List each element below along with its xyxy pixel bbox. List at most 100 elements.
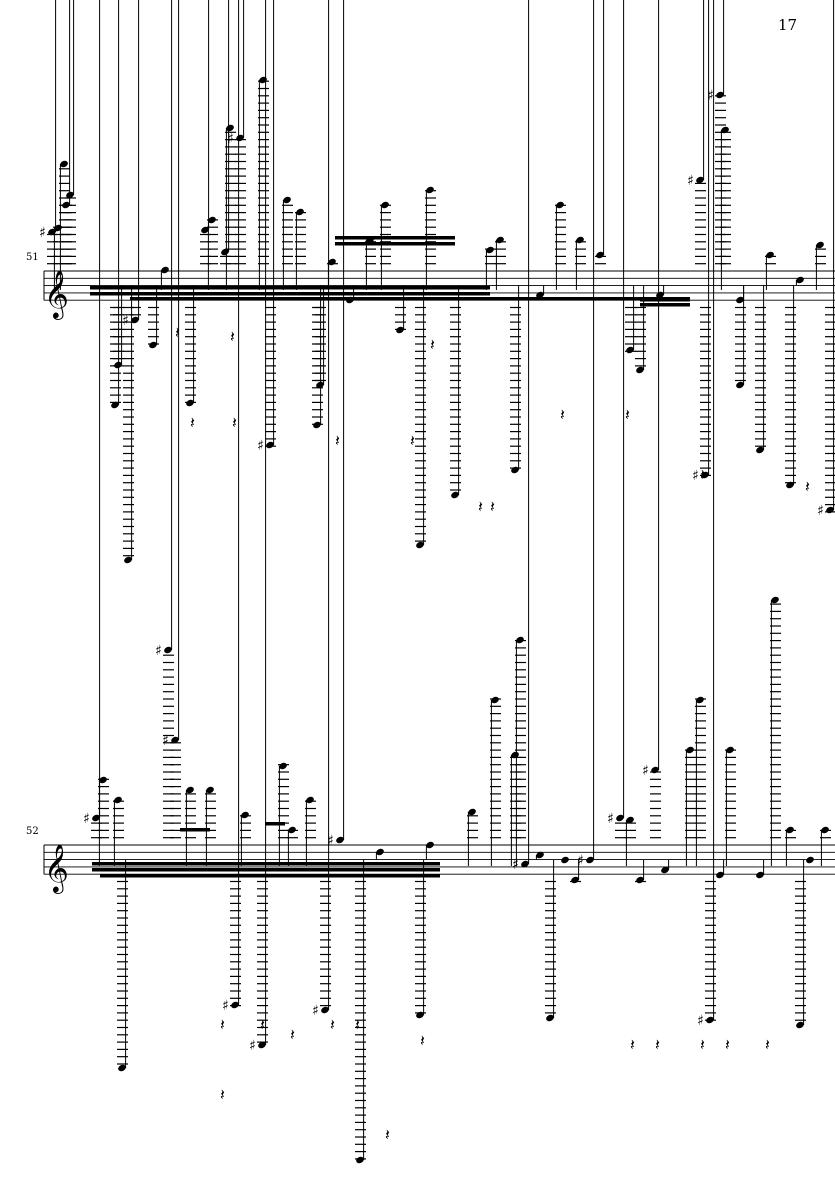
sharp-icon: ♯ [607,811,614,827]
notehead [258,1041,266,1049]
notehead [596,251,604,259]
sharp-icon: ♯ [692,468,699,484]
quarter-rest-icon: 𝄽 [655,1035,660,1054]
notehead [416,1011,424,1019]
staff-system-51: 𝄞♯♯♯♯♯♯♯♯𝄽𝄽𝄽𝄽𝄽𝄽𝄽𝄽𝄽𝄽𝄽𝄽𝄽 [39,0,835,564]
notehead [118,1064,126,1072]
notehead [149,341,157,349]
notehead [451,491,459,499]
notehead [231,1001,239,1009]
notehead [376,848,384,856]
quarter-rest-icon: 𝄽 [490,497,495,516]
notehead [131,316,139,324]
sharp-icon: ♯ [39,225,46,241]
notehead [826,506,834,514]
sharp-icon: ♯ [122,313,129,329]
sharp-icon: ♯ [83,811,90,827]
quarter-rest-icon: 𝄽 [560,405,565,424]
beam [640,298,690,302]
sharp-icon: ♯ [577,853,584,869]
notehead [626,816,634,824]
notehead [468,808,476,816]
quarter-rest-icon: 𝄽 [410,431,415,450]
notehead [786,826,794,834]
beam [335,242,455,246]
notehead [164,646,172,654]
notehead [511,751,519,759]
quarter-rest-icon: 𝄽 [335,431,340,450]
notehead [381,201,389,209]
notehead [636,876,644,884]
beam [180,828,210,832]
quarter-rest-icon: 𝄽 [355,1015,360,1034]
notehead [99,776,107,784]
sharp-icon: ♯ [227,131,234,147]
sharp-icon: ♯ [222,998,229,1014]
notehead [716,91,724,99]
quarter-rest-icon: 𝄽 [230,327,235,346]
notehead [701,471,709,479]
notehead [161,266,169,274]
notehead [496,236,504,244]
notehead [661,866,669,874]
quarter-rest-icon: 𝄽 [220,1015,225,1034]
treble-clef-icon: 𝄞 [44,843,69,894]
staff-system-52: 𝄞♯♯♯♯♯♯♯♯♯♯♯♯𝄽𝄽𝄽𝄽𝄽𝄽𝄽𝄽𝄽𝄽𝄽𝄽𝄽 [43,0,835,1164]
notehead [171,736,179,744]
notehead [516,636,524,644]
notehead [576,236,584,244]
beam [335,236,455,240]
notehead [186,399,194,407]
sharp-icon: ♯ [707,88,714,104]
sharp-icon: ♯ [162,733,169,749]
notehead [786,481,794,489]
notehead [111,401,119,409]
notehead [221,248,229,256]
notehead [726,746,734,754]
notehead [426,841,434,849]
notehead [259,76,267,84]
beam [265,822,285,826]
quarter-rest-icon: 𝄽 [700,1035,705,1054]
notehead [636,366,644,374]
quarter-rest-icon: 𝄽 [330,1015,335,1034]
notehead [208,216,216,224]
notehead [321,1006,329,1014]
notehead [241,811,249,819]
notehead [328,258,336,266]
notehead [766,251,774,259]
sharp-icon: ♯ [697,1013,704,1029]
quarter-rest-icon: 𝄽 [765,1035,770,1054]
sharp-icon: ♯ [687,173,694,189]
quarter-rest-icon: 𝄽 [478,497,483,516]
notehead [796,1021,804,1029]
quarter-rest-icon: 𝄽 [805,477,810,496]
quarter-rest-icon: 𝄽 [190,413,195,432]
quarter-rest-icon: 𝄽 [290,1025,295,1044]
notehead [226,124,234,132]
sharp-icon: ♯ [249,1038,256,1054]
notehead [736,381,744,389]
quarter-rest-icon: 𝄽 [175,323,180,342]
notehead [114,361,122,369]
quarter-rest-icon: 𝄽 [430,335,435,354]
notehead [546,1014,554,1022]
notehead [236,134,244,142]
sharp-icon: ♯ [327,833,334,849]
notehead [696,696,704,704]
notehead [186,786,194,794]
page-number: 17 [778,16,798,34]
measure-number-51: 51 [26,252,39,263]
notehead [313,421,321,429]
notehead [616,814,624,822]
notehead [816,241,824,249]
notehead [626,346,634,354]
notehead [416,541,424,549]
sharp-icon: ♯ [257,438,264,454]
quarter-rest-icon: 𝄽 [630,1035,635,1054]
notehead [296,208,304,216]
notehead [396,326,404,334]
notehead [686,746,694,754]
quarter-rest-icon: 𝄽 [260,1015,265,1034]
